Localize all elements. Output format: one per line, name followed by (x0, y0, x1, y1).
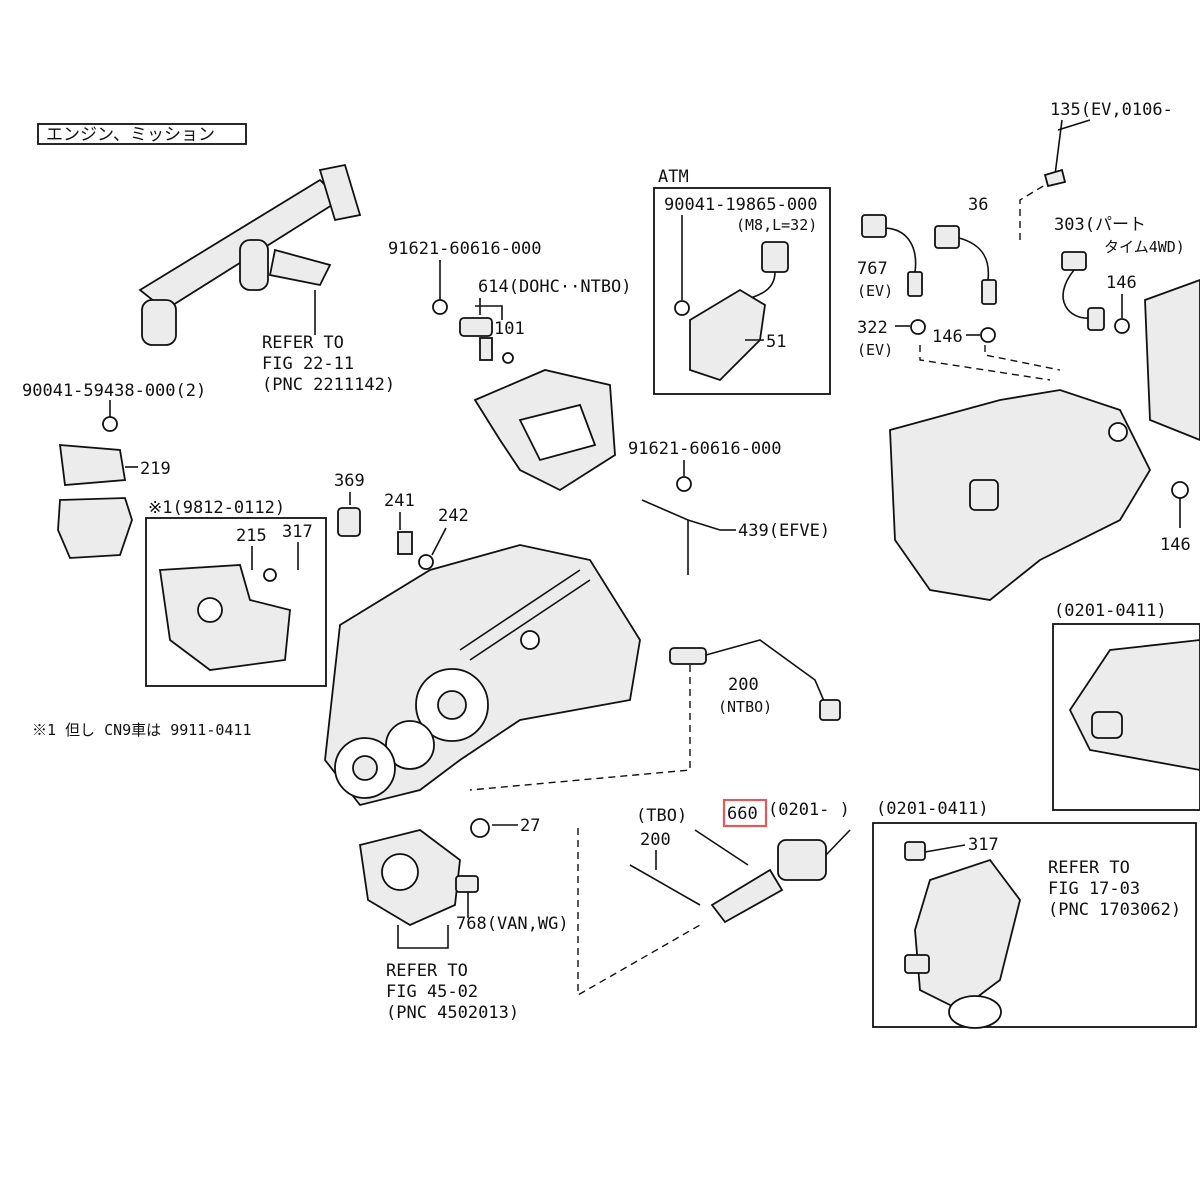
label-90041-19865: 90041-19865-000 (664, 195, 818, 215)
bracket-439-part (641, 499, 721, 575)
refer-fig-45-02[interactable]: REFER TO FIG 45-02 (PNC 4502013) (386, 961, 519, 1023)
label-200-ntbo: 200 (728, 675, 759, 695)
label-91621-a: 91621-60616-000 (388, 239, 542, 259)
label-242: 242 (438, 506, 469, 526)
bracket-part (473, 369, 616, 492)
intake-pipe-part (138, 163, 362, 346)
label-ntbo: (NTBO) (718, 698, 772, 716)
label-m8: (M8,L=32) (736, 216, 817, 234)
note-box-frame (145, 517, 327, 687)
range-right-frame (1052, 623, 1200, 811)
label-range-box: (0201-0411) (876, 799, 989, 819)
label-91621-b: 91621-60616-000 (628, 439, 782, 459)
switch-767-part (861, 214, 923, 297)
nut-icon (418, 554, 434, 570)
label-tbo: (TBO) (636, 806, 687, 826)
refer-17-03-line2: FIG 17-03 (1048, 879, 1140, 899)
sensor-768-part (455, 875, 479, 893)
label-660-range: (0201- ) (768, 800, 850, 820)
highlight-660 (722, 798, 768, 828)
label-369: 369 (334, 471, 365, 491)
bolt-icon (102, 416, 118, 432)
section-title: エンジン、ミッション (37, 123, 247, 145)
label-ev-a: (EV) (857, 282, 893, 300)
throttle-assembly-part (158, 564, 291, 671)
label-135: 135(EV,0106- (1050, 100, 1173, 120)
label-200-tbo: 200 (640, 830, 671, 850)
label-215: 215 (236, 526, 267, 546)
refer-45-02-line2: FIG 45-02 (386, 982, 478, 1002)
label-660: 660 (727, 804, 758, 824)
air-pipe-part (904, 841, 1021, 1029)
label-219: 219 (140, 459, 171, 479)
neutral-switch-part (689, 241, 789, 382)
bolt-icon (432, 299, 448, 315)
label-767: 767 (857, 259, 888, 279)
transmission-part (889, 279, 1200, 601)
refer-45-02-line3: (PNC 4502013) (386, 1003, 519, 1023)
nut-icon (470, 818, 490, 838)
label-614: 614(DOHC··NTBO) (478, 277, 632, 297)
label-90041-59438: 90041-59438-000(2) (22, 381, 206, 401)
sensor-614-part (459, 317, 514, 364)
label-ev-b: (EV) (857, 341, 893, 359)
bolt-icon (676, 476, 692, 492)
harness-clip-part (1043, 168, 1067, 188)
label-note-box: ※1(9812-0112) (148, 498, 285, 518)
engine-block-part (324, 544, 641, 807)
label-322: 322 (857, 318, 888, 338)
label-303: 303(パート (1054, 215, 1146, 235)
label-317b: 317 (968, 835, 999, 855)
refer-45-02-line1: REFER TO (386, 961, 468, 981)
range-box-frame (872, 822, 1197, 1028)
sensor-660-part (629, 829, 851, 924)
section-title-text: エンジン、ミッション (46, 125, 215, 145)
refer-17-03-line1: REFER TO (1048, 858, 1130, 878)
label-146c: 146 (1160, 535, 1191, 555)
label-146a: 146 (1106, 273, 1137, 293)
intercooler-part (1068, 639, 1200, 771)
refer-22-11-line2: FIG 22-11 (262, 354, 354, 374)
label-317a: 317 (282, 522, 313, 542)
sensor-369-part (337, 507, 361, 537)
nut-icon (1114, 318, 1130, 334)
harness-303-part (1061, 251, 1105, 331)
refer-22-11-line1: REFER TO (262, 333, 344, 353)
sensor-241-part (397, 531, 413, 555)
atm-title: ATM (658, 167, 689, 187)
nut-icon (980, 327, 996, 343)
label-439: 439(EFVE) (738, 521, 830, 541)
label-241: 241 (384, 491, 415, 511)
solenoid-219-part (57, 444, 133, 559)
label-303b: タイム4WD) (1104, 238, 1185, 256)
refer-fig-17-03[interactable]: REFER TO FIG 17-03 (PNC 1703062) (1048, 858, 1181, 920)
nut-icon (1171, 481, 1189, 499)
water-pump-part (358, 829, 461, 927)
refer-fig-22-11[interactable]: REFER TO FIG 22-11 (PNC 2211142) (262, 333, 395, 395)
washer-icon (910, 319, 926, 335)
o2-sensor-ntbo-part (669, 639, 841, 721)
label-27: 27 (520, 816, 540, 836)
label-768: 768(VAN,WG) (456, 914, 569, 934)
refer-17-03-line3: (PNC 1703062) (1048, 900, 1181, 920)
label-note-1: ※1 但し CN9車は 9911-0411 (32, 721, 252, 739)
bolt-icon (674, 300, 690, 316)
label-range-right: (0201-0411) (1054, 601, 1167, 621)
atm-box-frame (653, 187, 831, 395)
label-146b: 146 (932, 327, 963, 347)
label-51: 51 (766, 332, 786, 352)
label-101: 101 (494, 319, 525, 339)
label-36: 36 (968, 195, 988, 215)
switch-36-part (934, 225, 997, 305)
refer-22-11-line3: (PNC 2211142) (262, 375, 395, 395)
